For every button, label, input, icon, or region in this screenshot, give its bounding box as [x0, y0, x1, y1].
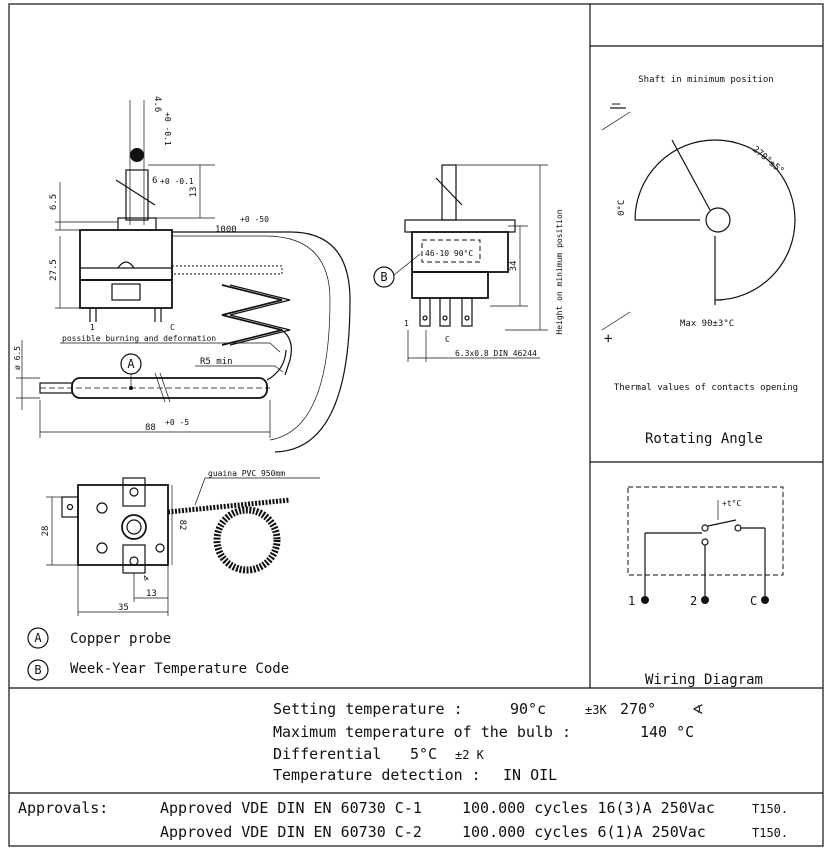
dim-13-bottom: 13	[146, 589, 157, 599]
legend-marker-a: A	[34, 631, 42, 645]
wiring-diagram-title: Wiring Diagram	[645, 672, 763, 688]
wiring-terminal-1: 1	[628, 594, 635, 608]
specifications-block: Setting temperature : 90°c ±3K 270° ∢ Ma…	[273, 700, 704, 784]
differential-label: Differential	[273, 745, 381, 763]
setting-temperature-value: 90°c	[510, 700, 546, 718]
rotation-zero-label: 0°C	[617, 200, 627, 216]
dim-4-6: 4.6	[152, 96, 162, 112]
rotation-minus-sign: —	[612, 96, 621, 112]
capillary-coil	[171, 265, 291, 346]
approval-row-2-cycles: 100.000 cycles 6(1)A 250Vac	[462, 823, 706, 841]
approval-row-1-standard: Approved VDE DIN EN 60730 C-1	[160, 799, 422, 817]
rotation-max-label: Max 90±3°C	[680, 319, 734, 329]
legend-week-year-code: Week-Year Temperature Code	[70, 661, 289, 677]
shaft-min-label: Shaft in minimum position	[638, 75, 773, 85]
approvals-label: Approvals:	[18, 799, 108, 817]
rotation-plus-sign: +	[604, 331, 612, 347]
dim-88-tol: +0 -5	[165, 418, 189, 427]
marker-b-label: B	[380, 270, 387, 284]
rotating-angle-panel: Shaft in minimum position — + 270°±5° 0°…	[601, 75, 798, 447]
differential-tolerance: ±2 K	[455, 748, 485, 762]
max-bulb-temperature-label: Maximum temperature of the bulb :	[273, 723, 571, 741]
legend-copper-probe: Copper probe	[70, 631, 171, 647]
burning-note: possible burning and deformation	[62, 334, 216, 343]
thermostat-front-view	[404, 164, 548, 362]
sheet-frame	[8, 3, 824, 847]
front-pin-c-label: C	[445, 335, 450, 344]
max-bulb-temperature-value: 140 °C	[640, 723, 694, 741]
dim-27-5: 27.5	[49, 259, 59, 281]
dim-4: 4	[141, 574, 151, 584]
dim-6-tol: +0 -0.1	[160, 177, 194, 186]
rotating-angle-title: Rotating Angle	[645, 431, 763, 447]
height-note: Height on minimum position	[555, 209, 564, 334]
copper-probe-bulb	[39, 349, 287, 403]
setting-temperature-label: Setting temperature :	[273, 700, 463, 718]
dim-82: 82	[177, 520, 187, 531]
wiring-terminal-c: C	[750, 594, 757, 608]
dim-35: 35	[118, 603, 129, 613]
rotation-angle-value: 270°±5°	[750, 145, 785, 177]
approval-row-2-standard: Approved VDE DIN EN 60730 C-2	[160, 823, 422, 841]
temperature-detection-value: IN OIL	[503, 766, 557, 784]
temperature-detection-label: Temperature detection :	[273, 766, 481, 784]
wiring-terminal-2: 2	[690, 594, 697, 608]
angle-symbol: ∢	[692, 702, 704, 718]
dim-6: 6	[152, 176, 157, 186]
front-pin-1-label: 1	[404, 319, 409, 328]
differential-value: 5°C	[410, 745, 437, 763]
thermal-values-note: Thermal values of contacts opening	[614, 383, 798, 393]
dim-6-5: 6.5	[49, 194, 59, 210]
setting-temperature-tolerance: ±3K	[585, 703, 607, 717]
wiring-temp-label: +t°C	[722, 499, 741, 508]
thermostat-side-view	[16, 100, 351, 453]
wiring-diagram-panel: +t°C 1 2 C Wiring Diagram	[627, 486, 784, 688]
pvc-sheath-note: guaina PVC 950mm	[208, 469, 285, 478]
approvals-block: Approvals: Approved VDE DIN EN 60730 C-1…	[18, 799, 788, 841]
marker-a-label: A	[127, 357, 135, 371]
marker-a: A	[120, 353, 142, 386]
pin-1-label: 1	[90, 323, 95, 332]
dim-34: 34	[509, 261, 519, 272]
dim-1000: 1000	[215, 225, 237, 235]
legend: A Copper probe B Week-Year Temperature C…	[27, 627, 289, 681]
dim-1000-tol: +0 -50	[240, 215, 269, 224]
approval-row-1-class: T150.	[752, 802, 788, 816]
pin-c-label: C	[170, 323, 175, 332]
legend-marker-b: B	[34, 663, 41, 677]
dim-4-6-tol: +0 -0.1	[163, 112, 172, 146]
thermostat-top-view	[46, 477, 291, 616]
week-year-code-box: 46-10 90°C	[425, 249, 473, 258]
setting-angle-value: 270°	[620, 700, 656, 718]
terminal-note: 6.3x0.8 DIN 46244	[455, 349, 537, 358]
approval-row-2-class: T150.	[752, 826, 788, 840]
dim-28: 28	[41, 526, 51, 537]
dim-88: 88	[145, 423, 156, 433]
approval-row-1-cycles: 100.000 cycles 16(3)A 250Vac	[462, 799, 715, 817]
dim-r5: R5 min	[200, 357, 233, 367]
dim-13: 13	[189, 187, 199, 198]
dim-bulb-diameter: ø 6.5	[13, 346, 22, 370]
marker-b: B	[373, 253, 421, 288]
